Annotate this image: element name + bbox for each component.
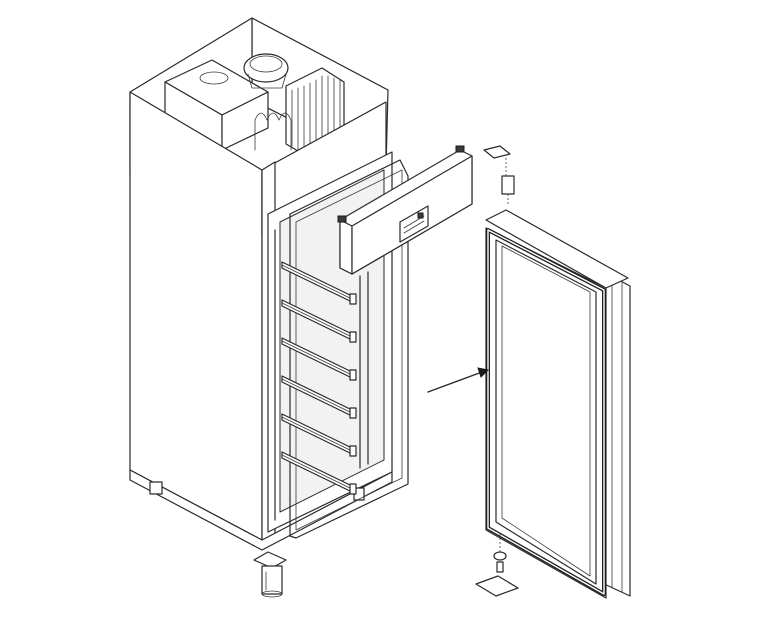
bracket-tab	[455, 145, 465, 153]
rear-foot	[149, 481, 163, 495]
shelf-clip	[349, 445, 357, 457]
shelf-edge	[281, 340, 353, 376]
shelf-clip	[349, 483, 357, 495]
hinge-washer	[493, 551, 507, 561]
door	[485, 209, 631, 599]
shelf-clip	[349, 407, 357, 419]
shelf-clip	[349, 293, 357, 305]
shelf-edge	[281, 416, 353, 452]
shelf-edge	[281, 454, 353, 490]
adjustable-foot	[253, 551, 287, 598]
shelf-edge	[281, 378, 353, 414]
hinge-bolt	[496, 561, 504, 573]
shelf-group	[281, 261, 357, 495]
pointer-arrow	[427, 367, 490, 393]
hinge-plate	[475, 575, 519, 597]
door-gasket	[486, 228, 606, 596]
shelf-clip	[349, 331, 357, 343]
cabinet-body	[129, 91, 393, 551]
shelf-edge	[281, 264, 353, 300]
shelf-clip	[349, 369, 357, 381]
control-knob-icon	[417, 212, 424, 219]
hinge-pin	[501, 175, 515, 195]
shelf-edge	[281, 302, 353, 338]
bracket-tab	[337, 215, 347, 223]
control-panel-cover	[337, 145, 473, 275]
bottom-hinge	[475, 534, 519, 597]
top-hinge	[483, 145, 515, 206]
shelf-rail	[359, 271, 369, 469]
